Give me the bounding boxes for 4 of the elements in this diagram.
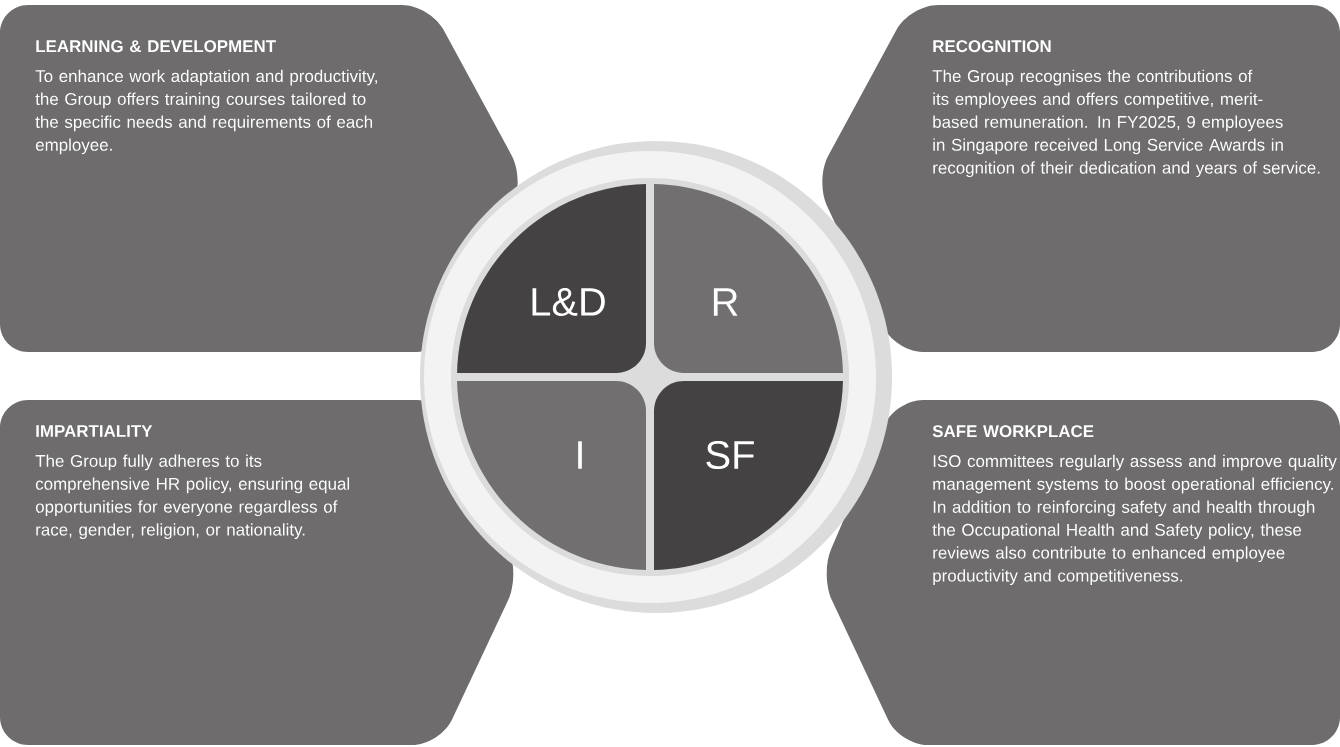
- text-panel: RECOGNITION The Group recognises the contributions of its employees and offers competitive, merit-based remuneration. In FY2025, 9 employees in Singapore received Long Service Awards in recognition of their dedication and years of service.: [822, 5, 1340, 352]
- text-panel: SAFE WORKPLACE ISO committees regularly assess and improve quality management systems to boost operational efficiency. In addition to reinforcing safety and health through the Occupational Health and Safety policy, these reviews also contribute to enhanced employee productivity and competitiveness.: [826, 400, 1340, 745]
- text-panel: IMPARTIALITY The Group fully adheres to its comprehensive HR policy, ensuring equal opportunities for everyone regardless of race, gender, religion, or nationality.: [0, 400, 514, 745]
- text-panel: LEARNING & DEVELOPMENT To enhance work adaptation and productivity, the Group offers training courses tailored to the specific needs and requirements of each employee.: [0, 5, 518, 352]
